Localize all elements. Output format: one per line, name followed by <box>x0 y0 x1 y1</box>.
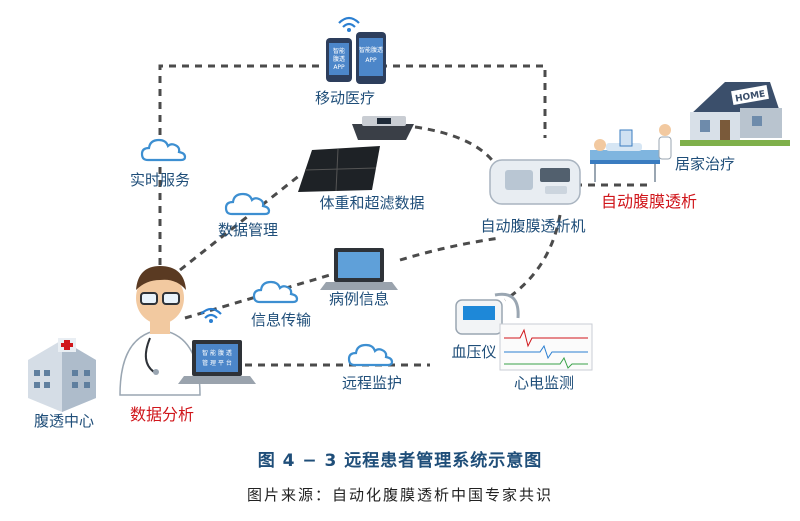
cloud-icon <box>252 280 299 304</box>
svg-text:腹透: 腹透 <box>333 55 345 63</box>
ecg-monitor-icon <box>499 323 593 371</box>
hospital-icon <box>28 338 96 412</box>
line-apd-to-bp <box>504 214 562 302</box>
figure-caption: 图 4 − 3 远程患者管理系统示意图 <box>257 451 543 471</box>
cloud-icon <box>347 343 394 367</box>
svg-text:智能腹透: 智能腹透 <box>359 46 383 54</box>
label-mobile-medical: 移动医疗 <box>315 89 375 107</box>
label-weight-uf-data: 体重和超滤数据 <box>319 194 424 212</box>
svg-text:APP: APP <box>365 57 377 64</box>
label-remote-monitoring: 远程监护 <box>342 374 402 392</box>
svg-text:智能: 智能 <box>333 47 345 55</box>
label-realtime-service: 实时服务 <box>130 171 190 189</box>
house-icon: HOME <box>680 82 790 146</box>
blood-pressure-meter-icon <box>455 292 520 335</box>
label-info-transmission: 信息传输 <box>251 311 311 329</box>
label-blood-pressure: 血压仪 <box>451 343 496 361</box>
cloud-icon <box>224 192 271 216</box>
outer-loop-line <box>158 64 320 265</box>
smartphone-icon: 智能 腹透 APP 智能腹透 APP <box>326 32 386 84</box>
line-scale-to-apd <box>414 125 494 162</box>
connection-lines <box>158 64 650 367</box>
outer-loop-line-right <box>380 64 547 138</box>
wifi-icon <box>337 16 361 34</box>
laptop-icon <box>320 248 398 290</box>
management-platform-laptop-icon: 智 能 腹 透 管 理 平 台 <box>178 340 256 384</box>
label-home-treatment: 居家治疗 <box>675 155 735 173</box>
home-treatment-icon <box>590 124 672 182</box>
scale-icon <box>298 116 414 192</box>
label-dialysis-center: 腹透中心 <box>34 412 94 430</box>
cloud-icon <box>140 138 187 162</box>
doctor-icon <box>119 266 201 396</box>
label-medical-records: 病例信息 <box>329 290 389 308</box>
label-ecg-monitoring: 心电监测 <box>514 374 574 392</box>
svg-text:管 理 平 台: 管 理 平 台 <box>202 359 232 367</box>
label-data-analysis: 数据分析 <box>130 405 194 424</box>
apd-machine-icon <box>489 159 581 205</box>
label-data-management: 数据管理 <box>218 221 278 239</box>
svg-text:APP: APP <box>333 64 345 71</box>
line-laptop-to-apd <box>399 236 501 262</box>
svg-text:智 能 腹 透: 智 能 腹 透 <box>202 349 232 357</box>
label-apd: 自动腹膜透析 <box>601 192 697 211</box>
label-apd-machine: 自动腹膜透析机 <box>480 217 585 235</box>
source-note: 图片来源：自动化腹膜透析中国专家共识 <box>246 486 553 504</box>
